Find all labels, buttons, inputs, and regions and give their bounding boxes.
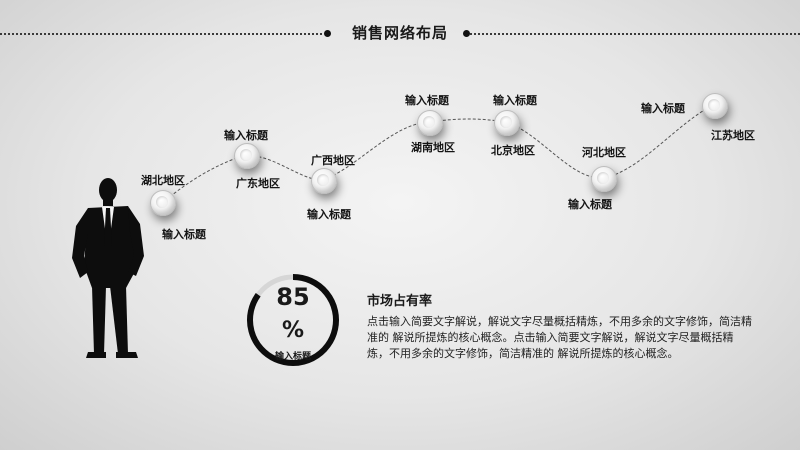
route-node-jiangsu[interactable] — [702, 93, 728, 119]
info-title: 市场占有率 — [367, 294, 433, 309]
businessman-silhouette — [72, 178, 144, 358]
region-label-hebei: 河北地区 — [582, 146, 626, 159]
caption-label-guangdong: 输入标题 — [224, 129, 268, 142]
region-label-guangdong: 广东地区 — [236, 177, 280, 190]
route-node-hebei[interactable] — [591, 166, 617, 192]
caption-label-hunan: 输入标题 — [405, 94, 449, 107]
gauge-unit: % — [281, 318, 305, 343]
route-node-hunan[interactable] — [417, 110, 443, 136]
route-node-beijing[interactable] — [494, 110, 520, 136]
caption-label-beijing: 输入标题 — [493, 94, 537, 107]
header-rule-right — [470, 33, 800, 35]
region-label-jiangsu: 江苏地区 — [711, 129, 755, 142]
region-label-hunan: 湖南地区 — [411, 141, 455, 154]
route-node-guangdong[interactable] — [234, 143, 260, 169]
gauge-value: 85 — [276, 283, 310, 311]
caption-label-hebei: 输入标题 — [568, 198, 612, 211]
caption-label-hubei: 输入标题 — [162, 228, 206, 241]
route-node-guangxi[interactable] — [311, 168, 337, 194]
gauge-caption: 输入标题 — [274, 352, 311, 362]
market-share-gauge — [247, 274, 339, 366]
region-label-beijing: 北京地区 — [491, 144, 535, 157]
info-body: 点击输入简要文字解说，解说文字尽量概括精炼，不用多余的文字修饰，简洁精准的 解说… — [367, 315, 752, 360]
header-dot-right — [463, 30, 470, 37]
region-label-hubei: 湖北地区 — [141, 174, 185, 187]
region-label-guangxi: 广西地区 — [311, 154, 355, 167]
page-title: 销售网络布局 — [351, 24, 448, 42]
caption-label-guangxi: 输入标题 — [307, 208, 351, 221]
header-rule-left — [0, 33, 322, 35]
header-dot-left — [324, 30, 331, 37]
caption-label-jiangsu: 输入标题 — [641, 102, 685, 115]
route-node-hubei[interactable] — [150, 190, 176, 216]
gauge-arc — [247, 274, 339, 366]
